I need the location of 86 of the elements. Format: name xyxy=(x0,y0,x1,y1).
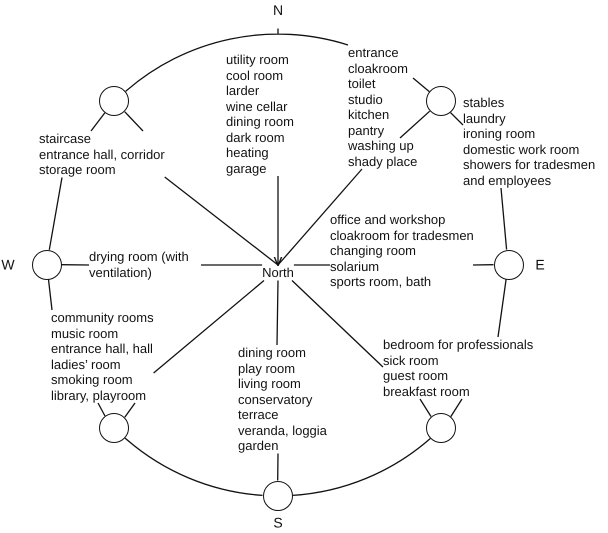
leader-line xyxy=(277,454,279,480)
compass-letter: S xyxy=(273,515,283,531)
spoke-line xyxy=(276,280,279,346)
leader-line xyxy=(62,264,89,266)
room-name: ladies’ room xyxy=(51,356,121,372)
room-name: heating xyxy=(226,145,269,160)
orientation-circle xyxy=(32,250,62,280)
room-name: breakfast room xyxy=(383,384,470,399)
spoke-line xyxy=(274,176,282,267)
spoke-line xyxy=(294,264,330,266)
room-name: bedroom for professionals xyxy=(383,337,534,352)
leader-line xyxy=(97,402,106,416)
north-label: North xyxy=(262,265,294,280)
room-name: dining room xyxy=(226,114,294,130)
room-name: changing room xyxy=(330,243,416,258)
room-name: library, playroom xyxy=(51,388,146,403)
compass-letter: W xyxy=(1,257,15,273)
room-name: office and workshop xyxy=(330,212,446,228)
room-name: guest room xyxy=(383,368,448,384)
leader-line xyxy=(419,398,432,417)
room-name: entrance hall, hall xyxy=(51,341,153,356)
leader-line xyxy=(400,110,430,138)
orientation-circle xyxy=(262,480,292,510)
ring-arc xyxy=(124,438,263,496)
room-name: larder xyxy=(226,83,260,98)
room-name: storage room xyxy=(39,162,116,178)
room-name: cloakroom xyxy=(348,60,408,76)
leader-line xyxy=(48,177,63,250)
room-name: sports room, bath xyxy=(330,274,432,290)
compass-letter: N xyxy=(272,3,284,18)
orientation-circle xyxy=(426,86,456,116)
orientation-circle xyxy=(494,250,524,280)
room-name: garden xyxy=(238,438,278,454)
ring-arc xyxy=(124,28,349,92)
leader-line xyxy=(124,402,136,418)
leader-line xyxy=(473,264,494,266)
room-name: conservatory xyxy=(238,392,312,407)
leader-line xyxy=(412,78,430,92)
spoke-line xyxy=(292,280,384,368)
room-name: music room xyxy=(51,326,118,341)
leader-line xyxy=(90,112,106,132)
spoke-line xyxy=(201,264,262,266)
room-name: smoking room xyxy=(51,372,133,388)
room-name: solarium xyxy=(330,258,380,274)
spoke-line xyxy=(164,176,278,266)
room-name: play room xyxy=(238,360,296,376)
room-name: cloakroom for tradesmen xyxy=(330,228,474,243)
room-name: drying room (with ventilation) xyxy=(89,249,190,280)
leader-line xyxy=(450,112,464,126)
room-name: pantry xyxy=(348,122,384,138)
room-name: entrance xyxy=(348,45,399,60)
leader-line xyxy=(450,398,463,417)
room-name: dining room xyxy=(238,345,306,360)
orientation-circle xyxy=(99,86,130,116)
room-name: utility room xyxy=(226,52,289,68)
room-name: garage xyxy=(226,160,266,176)
room-name: toilet xyxy=(348,76,376,92)
leader-line xyxy=(48,279,53,310)
compass-letter: E xyxy=(535,257,545,273)
ring-arc xyxy=(292,438,431,496)
room-name: dark room xyxy=(226,130,285,145)
room-name: domestic work room xyxy=(463,142,580,157)
orientation-circle xyxy=(426,412,456,443)
room-name: terrace xyxy=(238,407,278,422)
room-name: veranda, loggia xyxy=(238,422,327,438)
spoke-line xyxy=(153,280,264,374)
room-name: showers for tradesmen and employees xyxy=(463,157,596,188)
room-name: wine cellar xyxy=(226,98,288,114)
leader-line xyxy=(500,188,508,250)
room-name: stables xyxy=(463,95,506,110)
room-name: entrance hall, corridor xyxy=(39,146,165,162)
room-name: laundry xyxy=(463,110,507,126)
room-name: ironing room xyxy=(463,126,536,142)
room-name: cool room xyxy=(226,68,284,83)
room-name: community rooms xyxy=(51,310,154,326)
room-name: kitchen xyxy=(348,107,390,122)
room-name: shady place xyxy=(348,154,418,169)
room-name: studio xyxy=(348,92,383,107)
room-name: sick room xyxy=(383,352,439,368)
leader-line xyxy=(124,111,144,132)
leader-line xyxy=(497,279,507,338)
orientation-circle xyxy=(99,412,130,443)
room-name: living room xyxy=(238,376,301,392)
room-name: washing up xyxy=(348,138,414,154)
spoke-line xyxy=(278,168,362,266)
room-name: staircase xyxy=(39,131,92,146)
